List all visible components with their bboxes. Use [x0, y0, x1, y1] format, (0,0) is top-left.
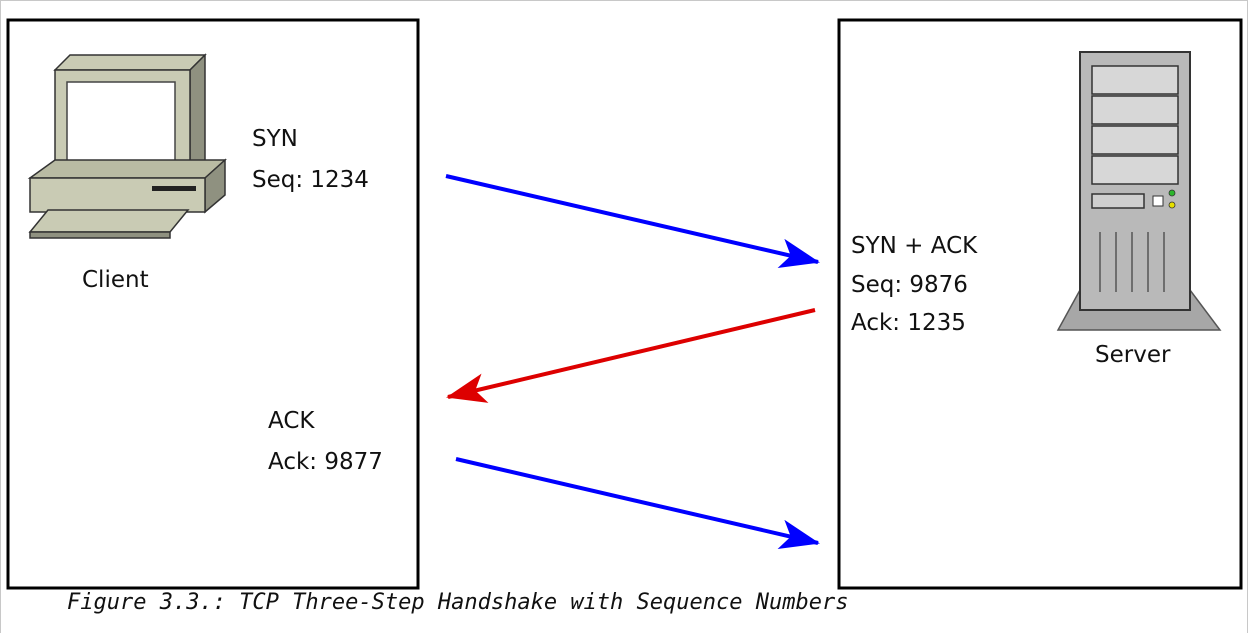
syn-arrow	[445, 174, 820, 269]
desktop-computer-icon	[27, 53, 227, 239]
syn-ack-arrow	[446, 308, 816, 403]
syn-ack-label: SYN + ACK	[851, 233, 978, 259]
syn-ack-seq-label: Seq: 9876	[851, 272, 968, 298]
server-label: Server	[1095, 342, 1171, 368]
client-label: Client	[82, 267, 149, 293]
ack-arrow	[455, 457, 820, 550]
ack-label: ACK	[268, 408, 315, 434]
figure-caption: Figure 3.3.: TCP Three-Step Handshake wi…	[67, 590, 849, 615]
server-tower-icon	[1056, 51, 1222, 331]
syn-label: SYN	[252, 126, 298, 152]
ack-ack-label: Ack: 9877	[268, 449, 383, 475]
tcp-handshake-diagram: Client Server SYN Seq: 1234 SYN + ACK Se…	[6, 18, 1243, 590]
syn-seq-label: Seq: 1234	[252, 167, 369, 193]
syn-ack-ack-label: Ack: 1235	[851, 310, 966, 336]
